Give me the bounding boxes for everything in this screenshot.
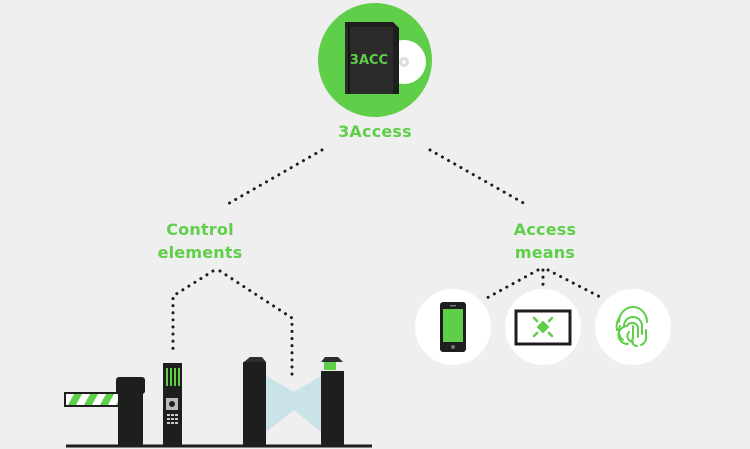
connector-control-turnstile <box>218 269 294 377</box>
connector-control-terminal <box>171 269 215 355</box>
access-label-line2: means <box>514 243 576 262</box>
control-label-line1: Control <box>166 220 234 239</box>
access-node-fingerprint <box>595 289 671 365</box>
access-node-card <box>505 289 581 365</box>
phone-icon <box>440 302 466 352</box>
control-label-line2: elements <box>157 243 243 262</box>
access-terminal <box>163 363 182 446</box>
keypad-icon <box>167 414 178 424</box>
turnstile-glass-left <box>266 376 294 432</box>
connector-lines <box>171 148 606 377</box>
barrier-gate <box>64 377 145 446</box>
connector-root-control <box>224 148 324 207</box>
connector-root-access <box>428 148 529 207</box>
access-node-phone <box>415 289 491 365</box>
control-elements-label: Control elements <box>130 218 270 264</box>
turnstile-right <box>294 357 344 446</box>
card-reader-icon <box>514 309 572 346</box>
reader-light <box>324 362 336 370</box>
connector-access-phone <box>483 268 540 301</box>
book-icon: 3ACC <box>345 22 426 94</box>
book-label: 3ACC <box>350 53 388 68</box>
access-label-line1: Access <box>513 220 577 239</box>
turnstile-glass-right <box>294 376 321 432</box>
root-node: 3ACC <box>318 3 432 117</box>
turnstile-left <box>243 357 294 446</box>
root-label: 3Access <box>338 122 412 141</box>
control-elements-illustration <box>64 357 372 448</box>
access-means-label: Access means <box>470 218 620 264</box>
fingerprint-icon <box>615 306 648 347</box>
